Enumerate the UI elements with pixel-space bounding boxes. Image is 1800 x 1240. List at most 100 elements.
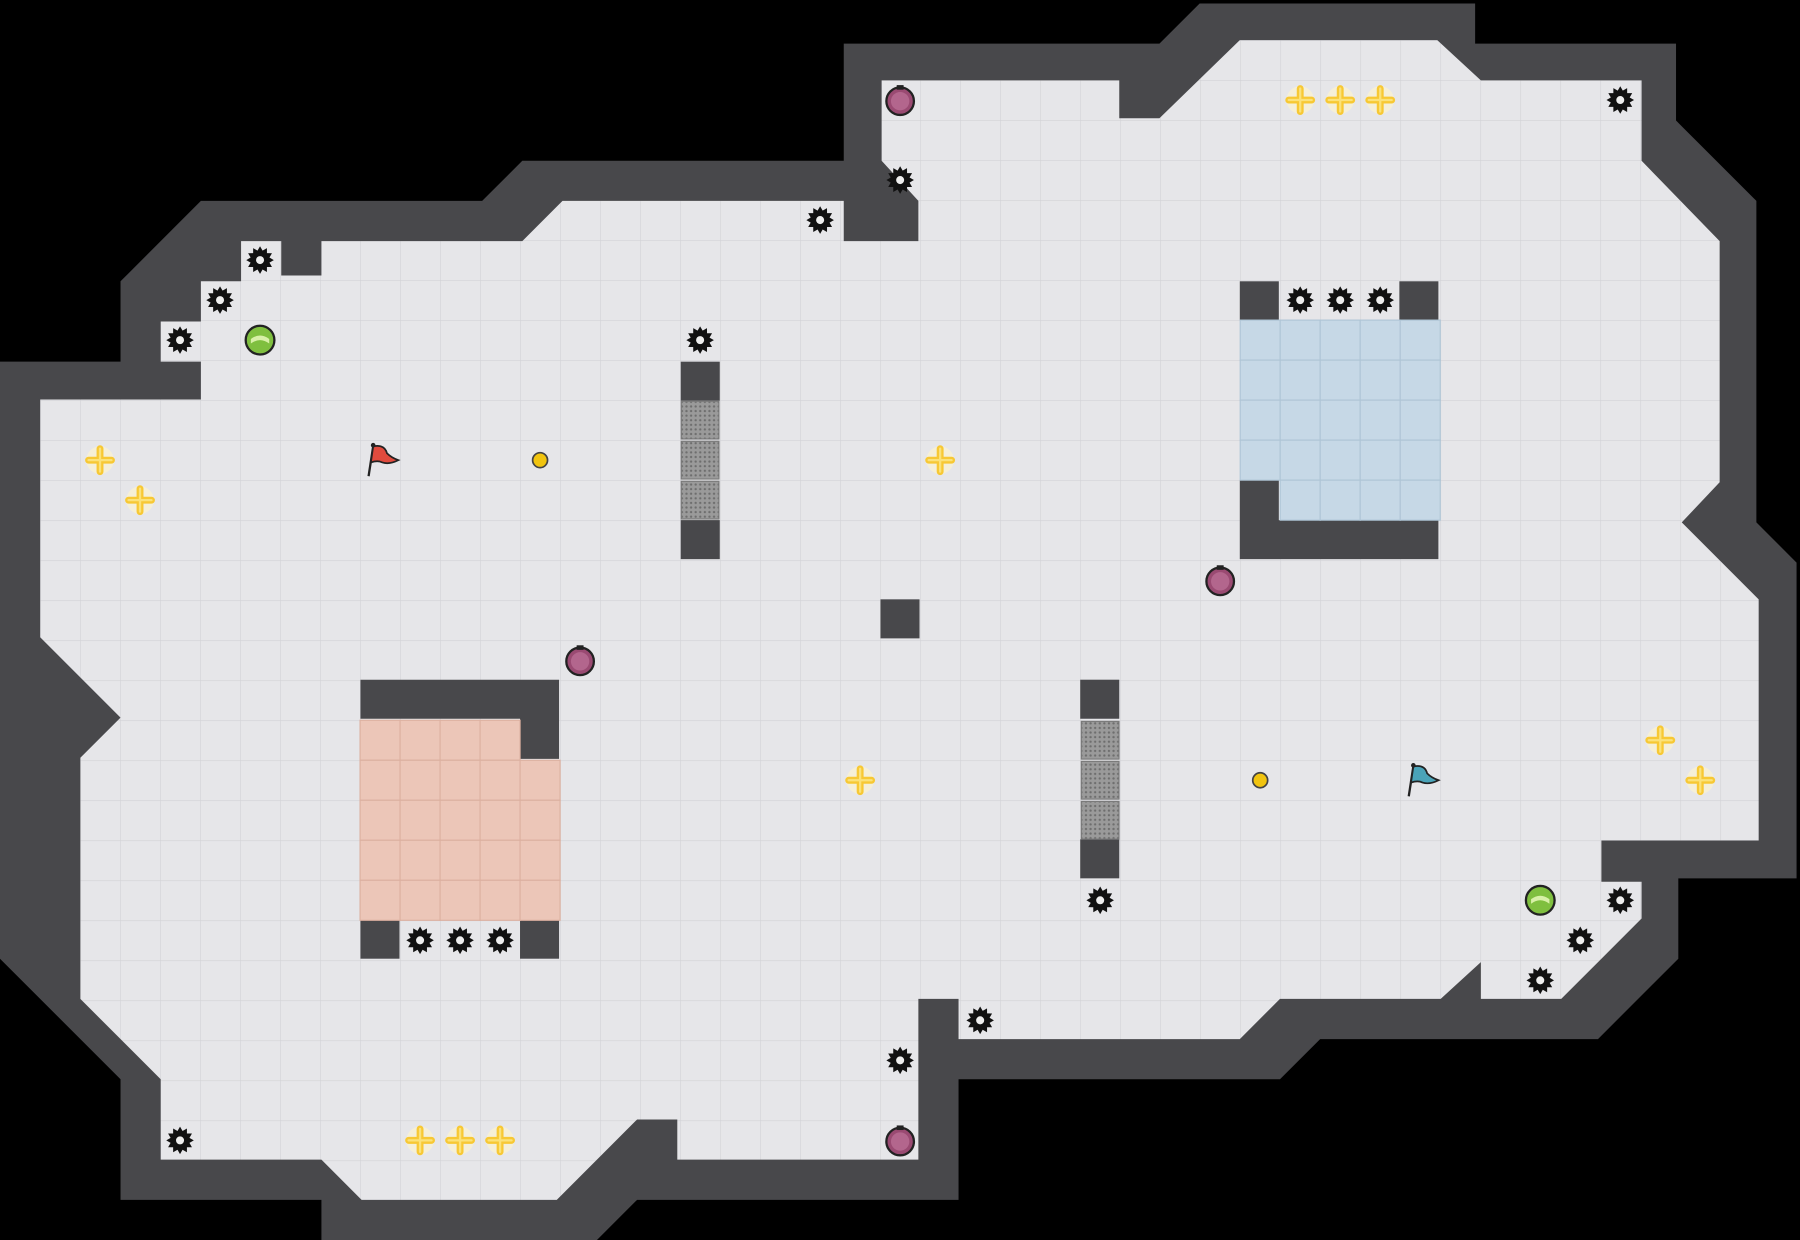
blue-endzone-tile bbox=[1239, 399, 1281, 441]
spike-icon bbox=[1606, 886, 1635, 915]
spike-icon bbox=[406, 926, 434, 955]
blue-endzone-tile bbox=[1359, 359, 1401, 401]
red-endzone-tile bbox=[479, 879, 521, 921]
wall-block bbox=[880, 599, 920, 639]
wall-block bbox=[360, 919, 400, 959]
boost-icon bbox=[1685, 765, 1716, 796]
button-icon bbox=[1251, 771, 1269, 789]
boost-icon bbox=[125, 485, 155, 516]
red-endzone-tile bbox=[519, 879, 561, 921]
wall-block bbox=[1239, 281, 1279, 321]
spike-icon bbox=[886, 1046, 914, 1075]
red-endzone-tile bbox=[519, 759, 561, 801]
spike-icon bbox=[166, 1126, 194, 1155]
spike-icon bbox=[486, 926, 514, 955]
blue-endzone-tile bbox=[1239, 359, 1281, 401]
gate-tile bbox=[1080, 800, 1120, 840]
wall-block bbox=[1239, 479, 1439, 560]
gate-tile bbox=[680, 400, 720, 440]
boost-icon bbox=[485, 1125, 516, 1156]
red-endzone-tile bbox=[519, 839, 561, 881]
blue-endzone-tile bbox=[1239, 439, 1281, 481]
blue-endzone-tile bbox=[1399, 479, 1441, 521]
blue-endzone-tile bbox=[1399, 319, 1441, 361]
gate-tile bbox=[680, 440, 720, 480]
wall-block bbox=[360, 679, 560, 759]
blue-endzone-tile bbox=[1319, 479, 1361, 521]
blue-endzone-tile bbox=[1319, 439, 1361, 481]
inner-walls bbox=[360, 281, 1439, 959]
entities bbox=[85, 85, 1716, 1157]
blue-endzone-tile bbox=[1399, 439, 1441, 481]
blue-endzone-tile bbox=[1359, 439, 1401, 481]
red-endzone-tile bbox=[359, 879, 401, 921]
red-endzone-tile bbox=[359, 759, 401, 801]
red-endzone-tile bbox=[399, 879, 441, 921]
gate-tile bbox=[1080, 760, 1120, 800]
boost-icon bbox=[1645, 725, 1676, 756]
blue-endzone-tile bbox=[1319, 399, 1361, 441]
gate-tile bbox=[1080, 720, 1120, 760]
bomb-icon bbox=[565, 645, 596, 677]
bomb-icon bbox=[1205, 565, 1236, 597]
red-endzone-tile bbox=[399, 799, 441, 841]
blue-endzone-tile bbox=[1279, 399, 1321, 441]
blue-endzone-tile bbox=[1399, 359, 1441, 401]
blue-endzone-tile bbox=[1279, 319, 1321, 361]
blue-endzone-tile bbox=[1319, 319, 1361, 361]
spike-icon bbox=[1326, 286, 1354, 314]
red-endzone-tile bbox=[359, 799, 401, 841]
red-endzone-tile bbox=[399, 839, 441, 881]
red-endzone-tile bbox=[399, 759, 441, 801]
red-endzone-tile bbox=[479, 719, 521, 761]
red-endzone-tile bbox=[479, 799, 521, 841]
wall-block bbox=[1399, 281, 1439, 321]
blue-endzone-tile bbox=[1279, 479, 1321, 521]
wall-block bbox=[1080, 839, 1120, 879]
spike-icon bbox=[1286, 286, 1314, 314]
boost-icon bbox=[1365, 85, 1396, 115]
wall-block bbox=[680, 361, 720, 401]
bomb-icon bbox=[885, 1125, 916, 1157]
boost-icon bbox=[1325, 85, 1356, 115]
red-endzone-tile bbox=[479, 759, 521, 801]
boost-icon bbox=[845, 765, 876, 796]
blue-endzone-tile bbox=[1399, 399, 1441, 441]
spike-icon bbox=[966, 1006, 994, 1035]
red-flag-icon bbox=[367, 442, 401, 477]
blue-endzone-tile bbox=[1359, 479, 1401, 521]
boost-icon bbox=[925, 445, 956, 476]
spike-icon bbox=[206, 286, 234, 314]
red-endzone-tile bbox=[399, 719, 441, 761]
spike-icon bbox=[246, 246, 274, 274]
spike-icon bbox=[806, 206, 834, 234]
blue-endzone-tile bbox=[1319, 359, 1361, 401]
spike-icon bbox=[166, 326, 194, 354]
blue-endzone-tile bbox=[1359, 319, 1401, 361]
red-endzone-tile bbox=[439, 759, 481, 801]
red-endzone-tile bbox=[439, 839, 481, 881]
blue-endzone-tile bbox=[1279, 359, 1321, 401]
button-icon bbox=[531, 451, 549, 469]
wall-block bbox=[1080, 679, 1120, 719]
red-endzone-tile bbox=[439, 719, 481, 761]
boost-icon bbox=[445, 1125, 475, 1156]
red-endzone-tile bbox=[519, 799, 561, 841]
red-endzone-tile bbox=[439, 879, 481, 921]
blue-endzone-tile bbox=[1279, 439, 1321, 481]
blue-flag-icon bbox=[1407, 763, 1441, 797]
boost-icon bbox=[85, 445, 115, 476]
red-endzone-tile bbox=[359, 839, 401, 881]
red-endzone-tile bbox=[359, 719, 401, 761]
boost-icon bbox=[1285, 85, 1316, 115]
red-endzone-tile bbox=[439, 799, 481, 841]
powerup-icon bbox=[1524, 884, 1556, 916]
gate-tile bbox=[680, 480, 720, 520]
spike-icon bbox=[1526, 966, 1555, 995]
spike-icon bbox=[686, 326, 714, 354]
wall-block bbox=[680, 520, 720, 560]
red-endzone-tile bbox=[479, 839, 521, 881]
spike-icon bbox=[1086, 886, 1114, 915]
spike-icon bbox=[446, 926, 474, 955]
